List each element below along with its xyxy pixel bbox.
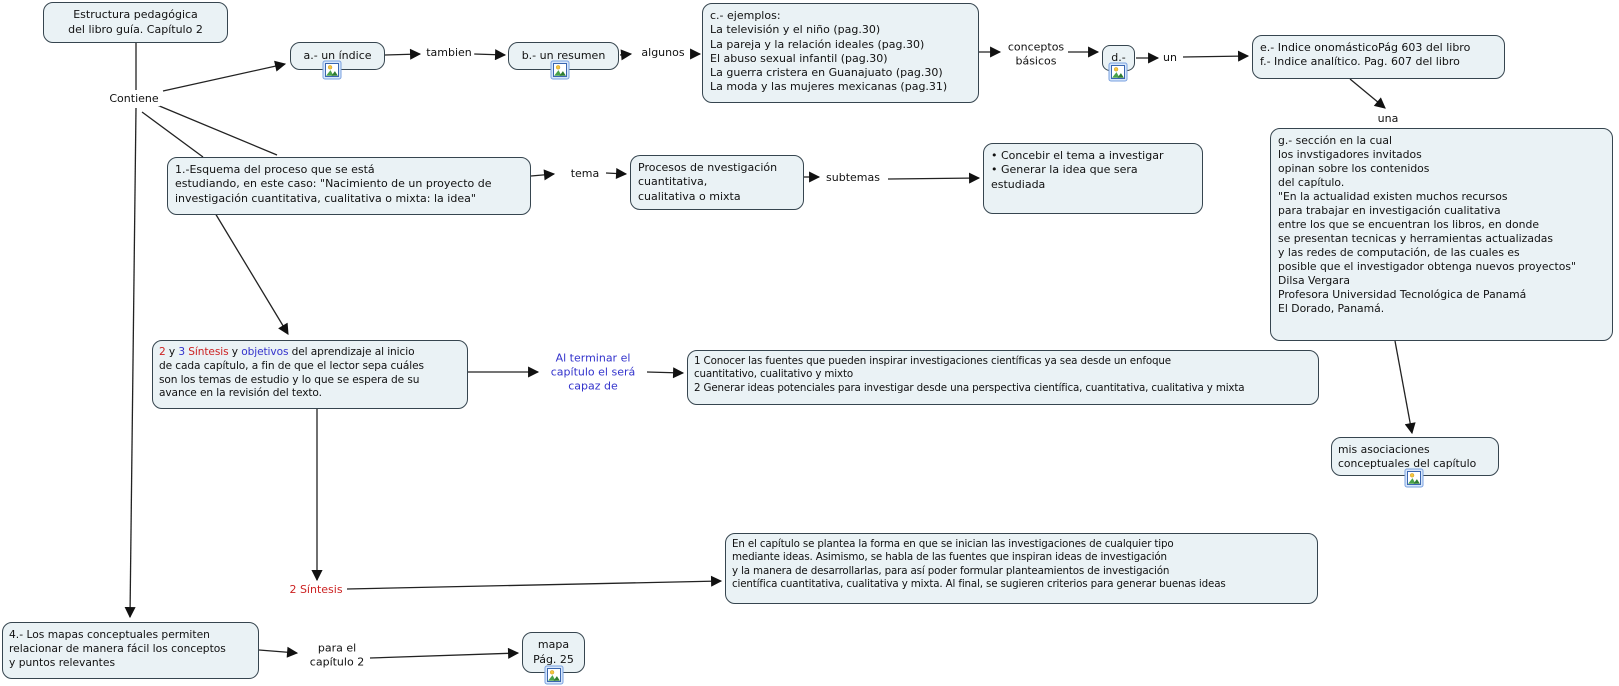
- image-resource-icon[interactable]: [544, 665, 564, 685]
- concept-text: mapa Pág. 25: [533, 638, 574, 666]
- concept-text: 1.-Esquema del proceso que se está estud…: [175, 163, 492, 205]
- connector-subtemas-concebir: [887, 172, 981, 184]
- concept-objetivos-lista[interactable]: 1 Conocer las fuentes que pueden inspira…: [687, 350, 1319, 405]
- concept-esquema-proceso[interactable]: 1.-Esquema del proceso que se está estud…: [167, 157, 531, 215]
- link-label-algunos[interactable]: algunos: [639, 46, 687, 60]
- concept-mapas-conceptuales[interactable]: 4.- Los mapas conceptuales permiten rela…: [2, 622, 259, 679]
- connector-alterminar-objetivoslista: [646, 367, 685, 379]
- link-label-conceptos-basicos[interactable]: conceptos básicos: [1005, 40, 1067, 68]
- concept-text: e.- Indice onomásticoPág 603 del libro f…: [1260, 41, 1471, 69]
- concept-text: a.- un índice: [303, 48, 372, 62]
- image-resource-icon[interactable]: [550, 60, 570, 80]
- connector-un-indices: [1182, 50, 1250, 62]
- concept-procesos-investigacion[interactable]: Procesos de nvestigación cuantitativa, c…: [630, 155, 804, 210]
- connector-contiene-mapas: [124, 107, 137, 619]
- connector-esquema-tema: [530, 169, 556, 181]
- concept-text: mis asociaciones conceptuales del capítu…: [1338, 443, 1477, 471]
- image-resource-icon[interactable]: [1404, 468, 1424, 488]
- concept-text: • Concebir el tema a investigar • Genera…: [991, 149, 1164, 191]
- concept-sintesis-texto[interactable]: En el capítulo se plantea la forma en qu…: [725, 533, 1318, 604]
- connector-indices-una: [1349, 78, 1386, 109]
- concept-ejemplos[interactable]: c.- ejemplos: La televisión y el niño (p…: [702, 3, 979, 103]
- link-label-tambien[interactable]: tambien: [424, 46, 474, 60]
- concept-indices-ef[interactable]: e.- Indice onomásticoPág 603 del libro f…: [1252, 35, 1505, 79]
- connector-seccion-asociaciones: [1394, 340, 1416, 435]
- concept-sintesis-objetivos[interactable]: 2 y 3 Síntesis y objetivos del aprendiza…: [152, 340, 468, 409]
- concept-text: d.-: [1111, 50, 1126, 64]
- concept-text: 1 Conocer las fuentes que pueden inspira…: [694, 355, 1245, 394]
- connector-resumen-algunos: [619, 49, 633, 61]
- concept-text: 4.- Los mapas conceptuales permiten rela…: [9, 628, 226, 669]
- connector-sintesis2-sintesistexto: [346, 575, 723, 590]
- concept-text: c.- ejemplos: La televisión y el niño (p…: [710, 9, 948, 94]
- image-resource-icon[interactable]: [1108, 62, 1128, 82]
- link-label-un[interactable]: un: [1161, 51, 1179, 65]
- connector-indice-tambien: [384, 48, 422, 60]
- link-label-al-terminar[interactable]: Al terminar el capítulo el será capaz de: [548, 351, 638, 393]
- link-label-2-sintesis[interactable]: 2 Síntesis: [287, 583, 345, 597]
- link-label-contiene[interactable]: Contiene: [107, 92, 161, 106]
- connector-tema-procesos: [605, 167, 628, 180]
- image-resource-icon[interactable]: [322, 60, 342, 80]
- concept-estructura-pedagogica[interactable]: Estructura pedagógica del libro guía. Ca…: [43, 2, 228, 43]
- concept-concebir-generar[interactable]: • Concebir el tema a investigar • Genera…: [983, 143, 1203, 214]
- concept-text: Procesos de nvestigación cuantitativa, c…: [638, 161, 778, 203]
- connector-paraelcapitulo-mapa: [369, 647, 520, 659]
- connector-mapas-paraelcapitulo: [258, 646, 299, 658]
- connector-esquema-sintesis-objetivos: [211, 207, 289, 335]
- concept-text: En el capítulo se plantea la forma en qu…: [732, 538, 1226, 591]
- concept-text: b.- un resumen: [521, 48, 606, 62]
- link-label-subtemas[interactable]: subtemas: [824, 171, 882, 185]
- concept-un-indice[interactable]: a.- un índice: [290, 42, 385, 70]
- link-label-para-el-capitulo-2[interactable]: para el capítulo 2: [307, 641, 367, 669]
- connector-contiene-indice: [162, 60, 287, 92]
- connector-contiene-esquema-2: [156, 104, 278, 156]
- concept-text: Estructura pedagógica del libro guía. Ca…: [68, 8, 203, 36]
- concept-text: g.- sección en la cual los invstigadores…: [1278, 134, 1576, 316]
- connector-contiene-esquema-1: [141, 111, 204, 158]
- concept-text: 2 y 3 Síntesis y objetivos del aprendiza…: [159, 346, 424, 400]
- concept-seccion-g[interactable]: g.- sección en la cual los invstigadores…: [1270, 128, 1613, 341]
- link-label-tema[interactable]: tema: [568, 167, 602, 181]
- connector-tambien-resumen: [473, 49, 507, 61]
- link-label-una[interactable]: una: [1375, 112, 1401, 126]
